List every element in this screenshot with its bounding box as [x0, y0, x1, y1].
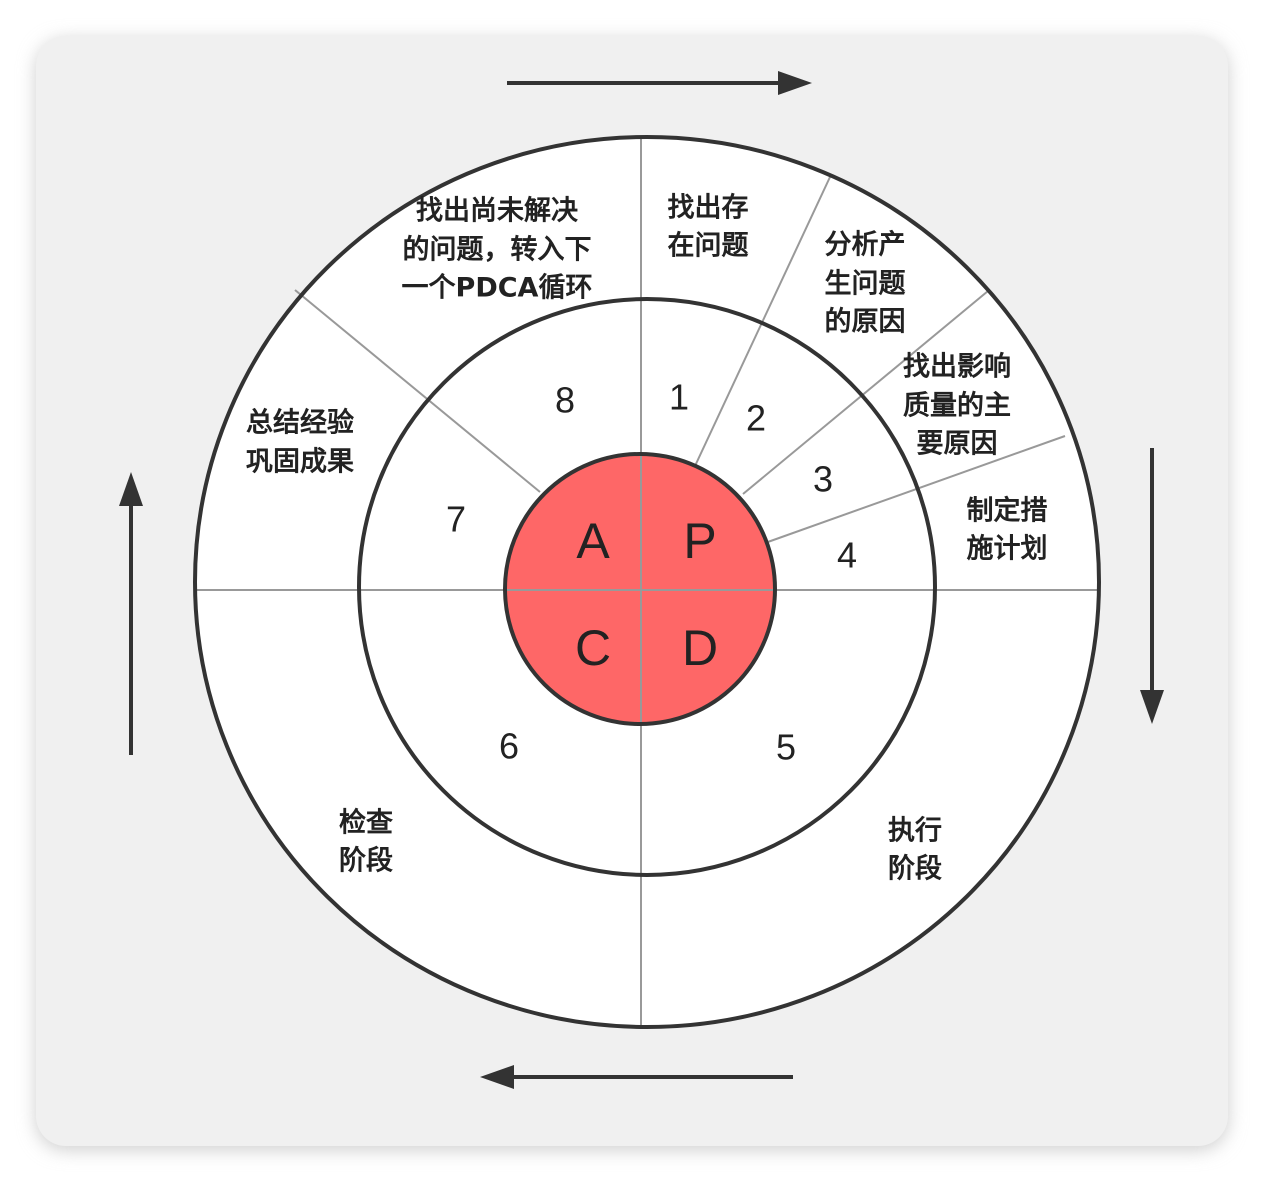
divider-step-3-4: [764, 435, 1066, 544]
step-label-line: 的原因: [825, 306, 906, 338]
step-label-2: 分析产 生问题 的原因: [825, 230, 906, 338]
phase-label-do: 执行 阶段: [888, 815, 942, 885]
center-ring: [503, 452, 777, 726]
center-letter-do: D: [682, 620, 718, 676]
step-label-line: 巩固成果: [246, 447, 354, 478]
step-label-line: 检查: [339, 807, 393, 839]
step-label-line: 找出存: [668, 193, 749, 224]
step-label-line: 总结经验: [246, 407, 354, 439]
step-number-1: 1: [669, 377, 689, 418]
center-letter-act: A: [576, 513, 610, 569]
arrow-left-icon: [480, 1065, 793, 1089]
step-label-7: 总结经验 巩固成果: [246, 407, 354, 478]
divider-step-2-3: [742, 290, 989, 495]
step-label-8: 找出尚未解决 的问题，转入下 一个PDCA循环: [402, 196, 593, 304]
step-label-line: 阶段: [888, 854, 942, 885]
step-label-line: 质量的主: [903, 390, 1011, 422]
step-label-line: 阶段: [339, 846, 393, 877]
step-label-line: 的问题，转入下: [403, 234, 592, 266]
step-label-line: 要原因: [917, 429, 998, 460]
step-label-line: 找出影响: [903, 351, 1011, 383]
middle-ring: [357, 297, 937, 877]
step-label-line: 施计划: [967, 534, 1048, 565]
step-label-4: 制定措 施计划: [967, 495, 1048, 565]
step-number-3: 3: [813, 459, 833, 500]
center-letter-plan: P: [683, 513, 716, 569]
arrow-up-icon: [119, 472, 143, 755]
step-number-5: 5: [776, 727, 796, 768]
step-label-line: 一个PDCA循环: [402, 273, 593, 304]
phase-label-check: 检查 阶段: [339, 807, 393, 877]
arrow-right-icon: [507, 71, 812, 95]
step-label-line: 找出尚未解决: [416, 196, 579, 227]
step-number-8: 8: [555, 380, 575, 421]
arrow-down-icon: [1140, 448, 1164, 724]
step-number-2: 2: [746, 398, 766, 439]
step-number-4: 4: [837, 535, 857, 576]
step-number-6: 6: [499, 726, 519, 767]
step-label-line: 分析产: [825, 230, 906, 261]
step-label-line: 制定措: [967, 495, 1048, 527]
step-label-1: 找出存 在问题: [668, 193, 749, 262]
step-label-line: 在问题: [668, 231, 749, 262]
step-number-7: 7: [446, 499, 466, 540]
outer-ring: [193, 135, 1101, 1029]
divider-lines: [195, 137, 1100, 1027]
divider-step-7-8: [294, 289, 541, 493]
step-label-line: 执行: [888, 815, 942, 847]
center-letter-check: C: [575, 620, 611, 676]
step-label-line: 生问题: [825, 269, 906, 300]
step-label-3: 找出影响 质量的主 要原因: [903, 351, 1011, 460]
